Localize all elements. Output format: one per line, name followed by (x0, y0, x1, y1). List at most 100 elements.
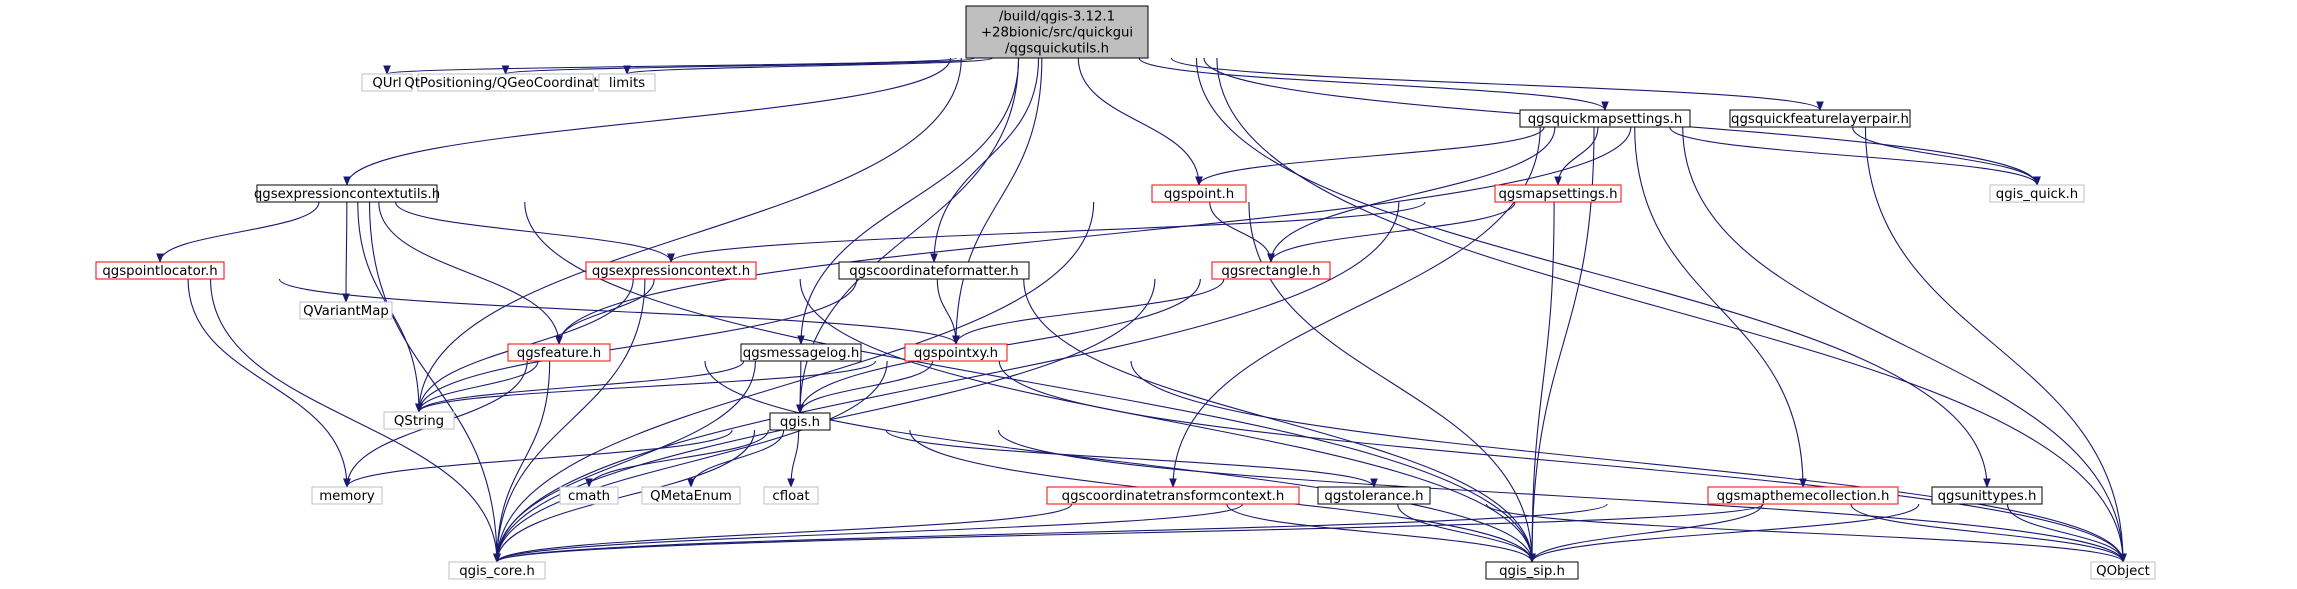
edge-qgsquickmapsettings-to-qgsmapthemecollection (1634, 126, 1803, 487)
edge-qgsmessagelog-to-qobject (998, 360, 2123, 562)
node-qgis_core[interactable]: qgis_core.h (448, 561, 546, 580)
edge-qgspoint-to-qgsrectangle (1209, 201, 1271, 262)
node-qgis_sip[interactable]: qgis_sip.h (1485, 561, 1579, 580)
node-qobject[interactable]: QObject (2090, 561, 2156, 580)
edge-root-to-qobject (1216, 57, 2123, 562)
edge-qgsexpressioncontext-to-qgis_sip (799, 278, 1532, 562)
edge-qgsmessagelog-to-qgis_core (497, 360, 756, 562)
edge-qgspointlocator-to-qgis_core (210, 278, 497, 562)
node-qgsmapsettings[interactable]: qgsmapsettings.h (1494, 184, 1622, 203)
node-box-qgsfeature (507, 343, 611, 362)
node-box-qobject (2090, 561, 2156, 580)
node-label-qgsquickfeaturelayerpair: qgsquickfeaturelayerpair.h (1731, 112, 1909, 127)
node-box-limits (598, 73, 656, 92)
edge-qgsexpressioncontextutils-to-qgsexpressioncontext (395, 201, 671, 262)
edge-qgsrectangle-to-qgspointxy (956, 278, 1225, 344)
edge-qgsunittypes-to-qobject (2006, 503, 2123, 562)
node-box-memory (311, 486, 383, 505)
node-qgscoordinatetransformcontext[interactable]: qgscoordinatetransformcontext.h (1046, 486, 1300, 505)
node-cmath[interactable]: cmath (559, 486, 619, 505)
node-box-qgscoordinateformatter (838, 261, 1030, 280)
node-box-qstring (383, 411, 455, 430)
node-label-qgsmapthemecollection: qgsmapthemecollection.h (1717, 489, 1890, 504)
edge-qgspointxy-to-qgis (800, 360, 934, 413)
node-label-qgis: qgis.h (780, 415, 820, 430)
node-qgsexpressioncontext[interactable]: qgsexpressioncontext.h (585, 261, 757, 280)
edge-qgis-to-qgis_core (497, 429, 756, 562)
node-qgsfeature[interactable]: qgsfeature.h (507, 343, 611, 362)
edge-qgscoordinateformatter-to-qgspointxy (936, 278, 956, 344)
edge-qgis-to-cmath (589, 429, 769, 487)
node-label-qgeocoordinate: QtPositioning/QGeoCoordinate (404, 76, 606, 91)
node-label-qobject: QObject (2096, 564, 2150, 579)
node-qgscoordinateformatter[interactable]: qgscoordinateformatter.h (838, 261, 1030, 280)
edge-root-to-qurl (387, 57, 958, 74)
node-root[interactable]: /build/qgis-3.12.1+28bionic/src/quickgui… (965, 5, 1149, 59)
node-label-cfloat: cfloat (772, 489, 809, 504)
node-box-qgspoint (1151, 184, 1247, 203)
node-box-cmath (559, 486, 619, 505)
node-box-qgspointlocator (95, 261, 225, 280)
edge-qgsquickmapsettings-to-qgspoint (1199, 126, 1545, 185)
node-qgsmapthemecollection[interactable]: qgsmapthemecollection.h (1707, 486, 1899, 505)
node-qgsmessagelog[interactable]: qgsmessagelog.h (740, 343, 862, 362)
node-qgstolerance[interactable]: qgstolerance.h (1317, 486, 1431, 505)
edge-qgstolerance-to-qobject (1485, 503, 2123, 562)
edge-qgsquickfeaturelayerpair-to-qgsfeature (559, 126, 1632, 344)
edge-qgsmapsettings-to-qgsrectangle (1271, 201, 1516, 262)
edge-qgis-to-qmetaenum (691, 429, 785, 487)
node-box-qgeocoordinate (417, 73, 594, 92)
edge-root-to-qgspoint (1077, 57, 1199, 185)
node-label-memory: memory (319, 489, 375, 504)
edge-root-to-qstring (419, 57, 962, 412)
node-label-qurl: QUrl (372, 76, 401, 91)
edge-qgscoordinatetransformcontext-to-qgis_sip (1226, 503, 1532, 562)
node-box-qgsquickmapsettings (1519, 109, 1691, 128)
edge-qgsexpressioncontextutils-to-qvariantmap (346, 201, 347, 302)
edge-qgsmapsettings-to-qgis_sip (1532, 201, 1555, 562)
node-qgspointxy[interactable]: qgspointxy.h (904, 343, 1008, 362)
node-qgsexpressioncontextutils[interactable]: qgsexpressioncontextutils.h (254, 184, 440, 203)
edge-qgscoordinateformatter-to-qgis_sip (1023, 278, 1532, 562)
edge-qgsexpressioncontextutils-to-qgsfeature (378, 201, 559, 344)
edge-qgscoordinateformatter-to-qstring (419, 278, 858, 412)
node-label-qstring: QString (394, 414, 444, 429)
node-box-root (965, 5, 1149, 59)
node-box-qgsmapsettings (1494, 184, 1622, 203)
node-qgis[interactable]: qgis.h (769, 412, 831, 431)
node-qgspoint[interactable]: qgspoint.h (1151, 184, 1247, 203)
node-box-qgsunittypes (1931, 486, 2043, 505)
node-qgsquickfeaturelayerpair[interactable]: qgsquickfeaturelayerpair.h (1729, 109, 1911, 128)
node-qgsquickmapsettings[interactable]: qgsquickmapsettings.h (1519, 109, 1691, 128)
node-qurl[interactable]: QUrl (361, 73, 413, 92)
node-qmetaenum[interactable]: QMetaEnum (641, 486, 741, 505)
node-qgis_quick[interactable]: qgis_quick.h (1989, 184, 2085, 203)
edge-qgspoint-to-qgis_core (497, 201, 1095, 562)
edge-root-to-qgsmessagelog (801, 57, 1020, 344)
node-limits[interactable]: limits (598, 73, 656, 92)
node-label-qgis_core: qgis_core.h (459, 564, 535, 579)
edge-root-to-qgeocoordinate (506, 57, 975, 74)
node-box-qgsmessagelog (740, 343, 862, 362)
edge-qgsexpressioncontextutils-to-qgis_sip (524, 201, 1532, 562)
node-label-qgspointxy: qgspointxy.h (914, 346, 998, 361)
node-cfloat[interactable]: cfloat (763, 486, 819, 505)
node-label-qgsrectangle: qgsrectangle.h (1221, 264, 1320, 279)
node-label-root: /qgsquickutils.h (1005, 42, 1109, 57)
node-memory[interactable]: memory (311, 486, 383, 505)
edge-qgis-to-memory (347, 429, 733, 487)
node-qgspointlocator[interactable]: qgspointlocator.h (95, 261, 225, 280)
node-qgsrectangle[interactable]: qgsrectangle.h (1211, 261, 1331, 280)
node-qgsunittypes[interactable]: qgsunittypes.h (1931, 486, 2043, 505)
edge-root-to-qgspointxy (956, 57, 1043, 344)
node-qgeocoordinate[interactable]: QtPositioning/QGeoCoordinate (404, 73, 607, 92)
node-qvariantmap[interactable]: QVariantMap (299, 301, 393, 320)
edge-root-to-qgsquickmapsettings (1138, 57, 1605, 110)
edge-qgsexpressioncontext-to-qgis_core (497, 278, 646, 562)
edge-root-to-qgsunittypes (1195, 57, 1988, 487)
node-label-qgis_quick: qgis_quick.h (1996, 187, 2078, 202)
edge-qgsunittypes-to-qgis_core (497, 503, 1765, 562)
edge-layer (160, 57, 2123, 562)
node-qstring[interactable]: QString (383, 411, 455, 430)
edge-root-to-limits (627, 57, 994, 74)
